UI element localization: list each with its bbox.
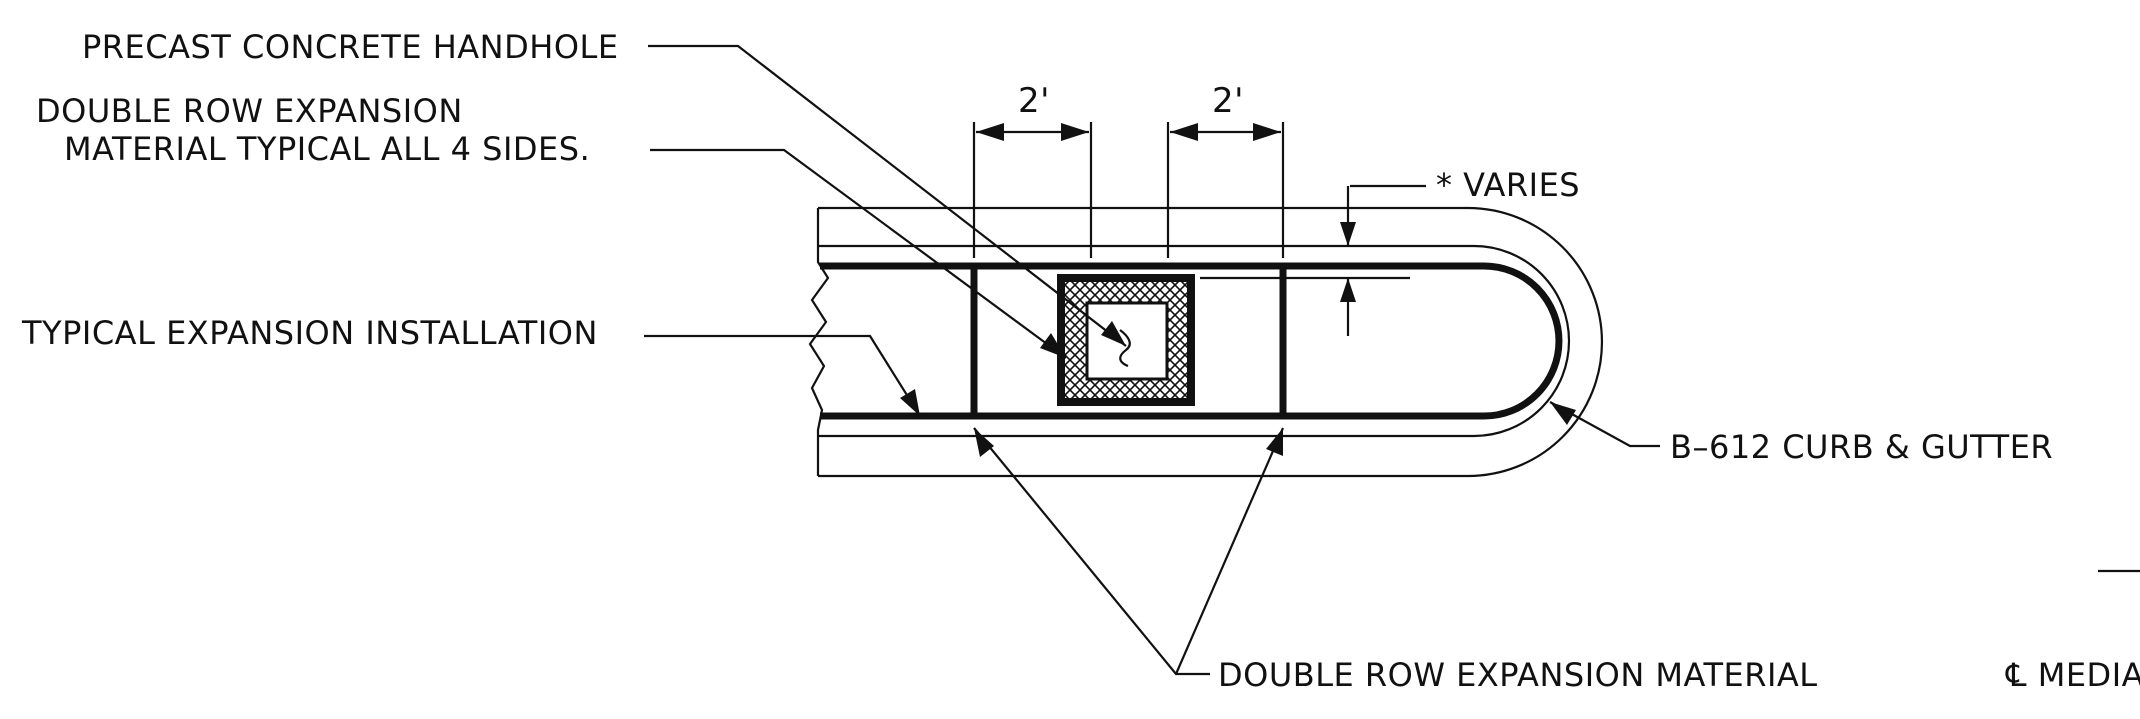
double-row-leader — [650, 148, 1067, 359]
typical-install-leader — [644, 334, 921, 417]
double-row-material-label: DOUBLE ROW EXPANSION MATERIAL — [1218, 656, 1818, 694]
curb-gutter-outline — [818, 206, 1604, 478]
dimension-line-right — [1170, 123, 1281, 141]
break-line — [808, 208, 830, 476]
handhole-label: PRECAST CONCRETE HANDHOLE — [82, 28, 619, 66]
varies-dimension — [1200, 184, 1426, 336]
double-row-label-line1: DOUBLE ROW EXPANSION — [36, 92, 463, 130]
double-row-label-line2: MATERIAL TYPICAL ALL 4 SIDES. — [64, 130, 590, 168]
dimension-line-left — [976, 123, 1089, 141]
handhole-hook-symbol — [1119, 329, 1131, 368]
handhole-leader — [648, 44, 1127, 347]
curb-gutter-leader — [1549, 401, 1660, 448]
dimension-text-left: 2' — [1018, 81, 1050, 121]
varies-label: * VARIES — [1436, 166, 1580, 204]
median-centerline-label: ℄ MEDIA — [2005, 656, 2140, 694]
precast-handhole — [1057, 274, 1195, 406]
curb-gutter-label: B–612 CURB & GUTTER — [1670, 428, 2053, 466]
dimension-extension-lines — [972, 122, 1285, 258]
double-row-material-leader — [973, 427, 1285, 676]
dimension-text-right: 2' — [1212, 81, 1244, 121]
typical-install-label: TYPICAL EXPANSION INSTALLATION — [21, 314, 598, 352]
